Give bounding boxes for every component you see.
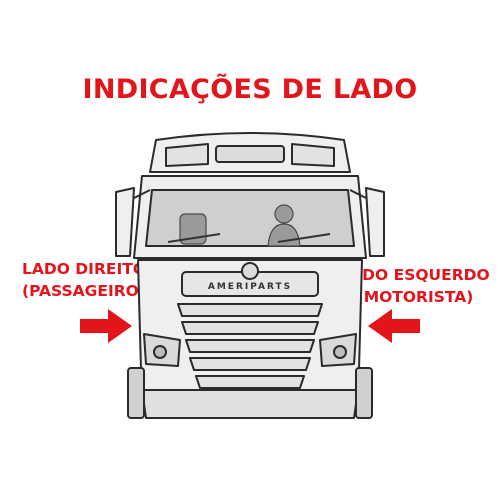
truck-front-illustration: AMERIPARTS xyxy=(115,132,385,419)
left-side-label-line2: (MOTORISTA) xyxy=(356,288,474,306)
truck-windshield xyxy=(145,189,355,247)
truck-bumper xyxy=(141,389,359,419)
left-side-label: LADO ESQUERDO (MOTORISTA) xyxy=(340,264,490,308)
arrow-left-icon xyxy=(368,309,420,343)
arrow-right-icon xyxy=(80,309,132,343)
right-side-label-line1: LADO DIREITO xyxy=(22,260,146,278)
left-side-label-line1: LADO ESQUERDO xyxy=(340,266,490,284)
right-side-label-line2: (PASSAGEIRO) xyxy=(22,282,146,300)
truck-mirror-right xyxy=(365,187,385,257)
truck-grille-brand: AMERIPARTS xyxy=(208,282,292,292)
right-side-label: LADO DIREITO (PASSAGEIRO) xyxy=(22,258,146,302)
page-title: INDICAÇÕES DE LADO xyxy=(82,74,418,105)
truck-mirror-left xyxy=(115,187,135,257)
